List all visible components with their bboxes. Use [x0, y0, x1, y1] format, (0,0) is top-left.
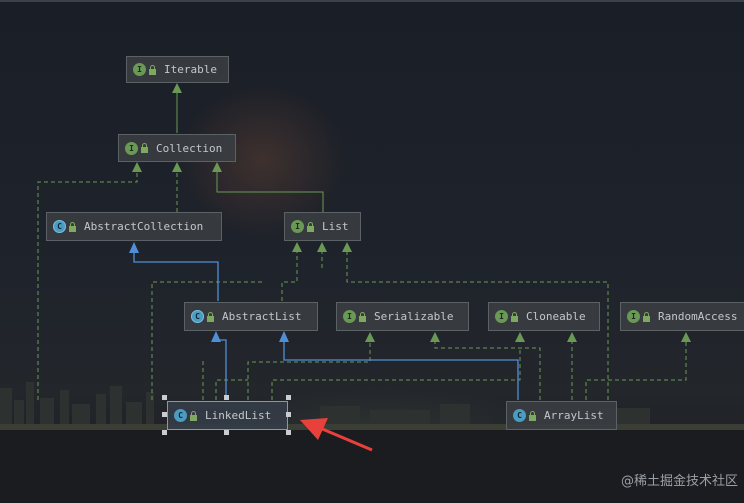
node-label: Cloneable — [526, 310, 586, 323]
selection-handle-tl[interactable] — [162, 395, 167, 400]
node-iterable[interactable]: I Iterable — [126, 56, 229, 83]
lock-icon — [190, 410, 197, 421]
node-abstractcollection[interactable]: C AbstractCollection — [46, 212, 222, 241]
lock-icon — [529, 410, 536, 421]
edge-linkedlist-list-3 — [215, 379, 248, 400]
class-icon: C — [513, 409, 526, 422]
selection-handle-bm[interactable] — [224, 430, 229, 435]
selection-handle-tr[interactable] — [286, 395, 291, 400]
lock-icon — [149, 64, 156, 75]
watermark: @稀土掘金技术社区 — [620, 474, 738, 489]
edge-arraylist-serializable — [434, 333, 541, 400]
node-label: LinkedList — [205, 409, 272, 422]
edge-linkedlist-abstractlist — [215, 338, 227, 400]
edge-list-collection — [216, 163, 324, 212]
edge-abstractlist-abstractcollection — [133, 250, 219, 301]
selection-handle-br[interactable] — [286, 430, 291, 435]
node-label: AbstractCollection — [84, 220, 204, 233]
class-icon: C — [174, 409, 187, 422]
node-label: Iterable — [164, 63, 217, 76]
background-skyline — [0, 382, 744, 503]
lock-icon — [359, 311, 366, 322]
lock-icon — [141, 143, 148, 153]
node-randomaccess[interactable]: I RandomAccess — [620, 302, 744, 331]
node-list[interactable]: I List — [284, 212, 361, 241]
node-collection[interactable]: I Collection — [118, 134, 236, 162]
node-serializable[interactable]: I Serializable — [336, 302, 469, 331]
lock-icon — [643, 311, 650, 322]
abstract-class-icon: C — [191, 310, 204, 323]
node-label: RandomAccess — [658, 310, 738, 323]
edge-abstractlist-list — [281, 243, 298, 301]
interface-icon: I — [133, 63, 146, 76]
node-linkedlist[interactable]: C LinkedList — [167, 401, 288, 430]
node-abstractlist[interactable]: C AbstractList — [184, 302, 318, 331]
annotation-arrow — [300, 418, 373, 452]
interface-icon: I — [495, 310, 508, 323]
edge-linkedlist-serializable — [247, 333, 371, 400]
edge-arraylist-randomaccess — [585, 333, 687, 400]
lock-icon — [69, 221, 76, 232]
node-arraylist[interactable]: C ArrayList — [506, 401, 617, 430]
lock-icon — [511, 311, 518, 322]
node-label: Collection — [156, 141, 223, 155]
selection-handle-ml[interactable] — [162, 412, 167, 417]
interface-icon: I — [627, 310, 640, 323]
abstract-class-icon: C — [53, 220, 66, 233]
edge-linkedlist-cloneable — [271, 348, 521, 400]
edge-arraylist-abstractlist — [283, 340, 519, 400]
interface-icon: I — [291, 220, 304, 233]
lock-icon — [207, 311, 214, 322]
selection-handle-mr[interactable] — [286, 412, 291, 417]
top-divider — [0, 0, 744, 2]
edge-linkedlist-collection — [37, 163, 138, 400]
node-cloneable[interactable]: I Cloneable — [488, 302, 600, 331]
node-label: ArrayList — [544, 409, 604, 422]
interface-icon: I — [343, 310, 356, 323]
node-label: Serializable — [374, 310, 454, 323]
lock-icon — [307, 221, 314, 232]
node-label: AbstractList — [222, 310, 302, 323]
interface-icon: I — [125, 141, 138, 155]
edge-arraylist-list — [346, 243, 609, 400]
selection-handle-tm[interactable] — [224, 395, 229, 400]
node-label: List — [322, 220, 349, 233]
selection-handle-bl[interactable] — [162, 430, 167, 435]
